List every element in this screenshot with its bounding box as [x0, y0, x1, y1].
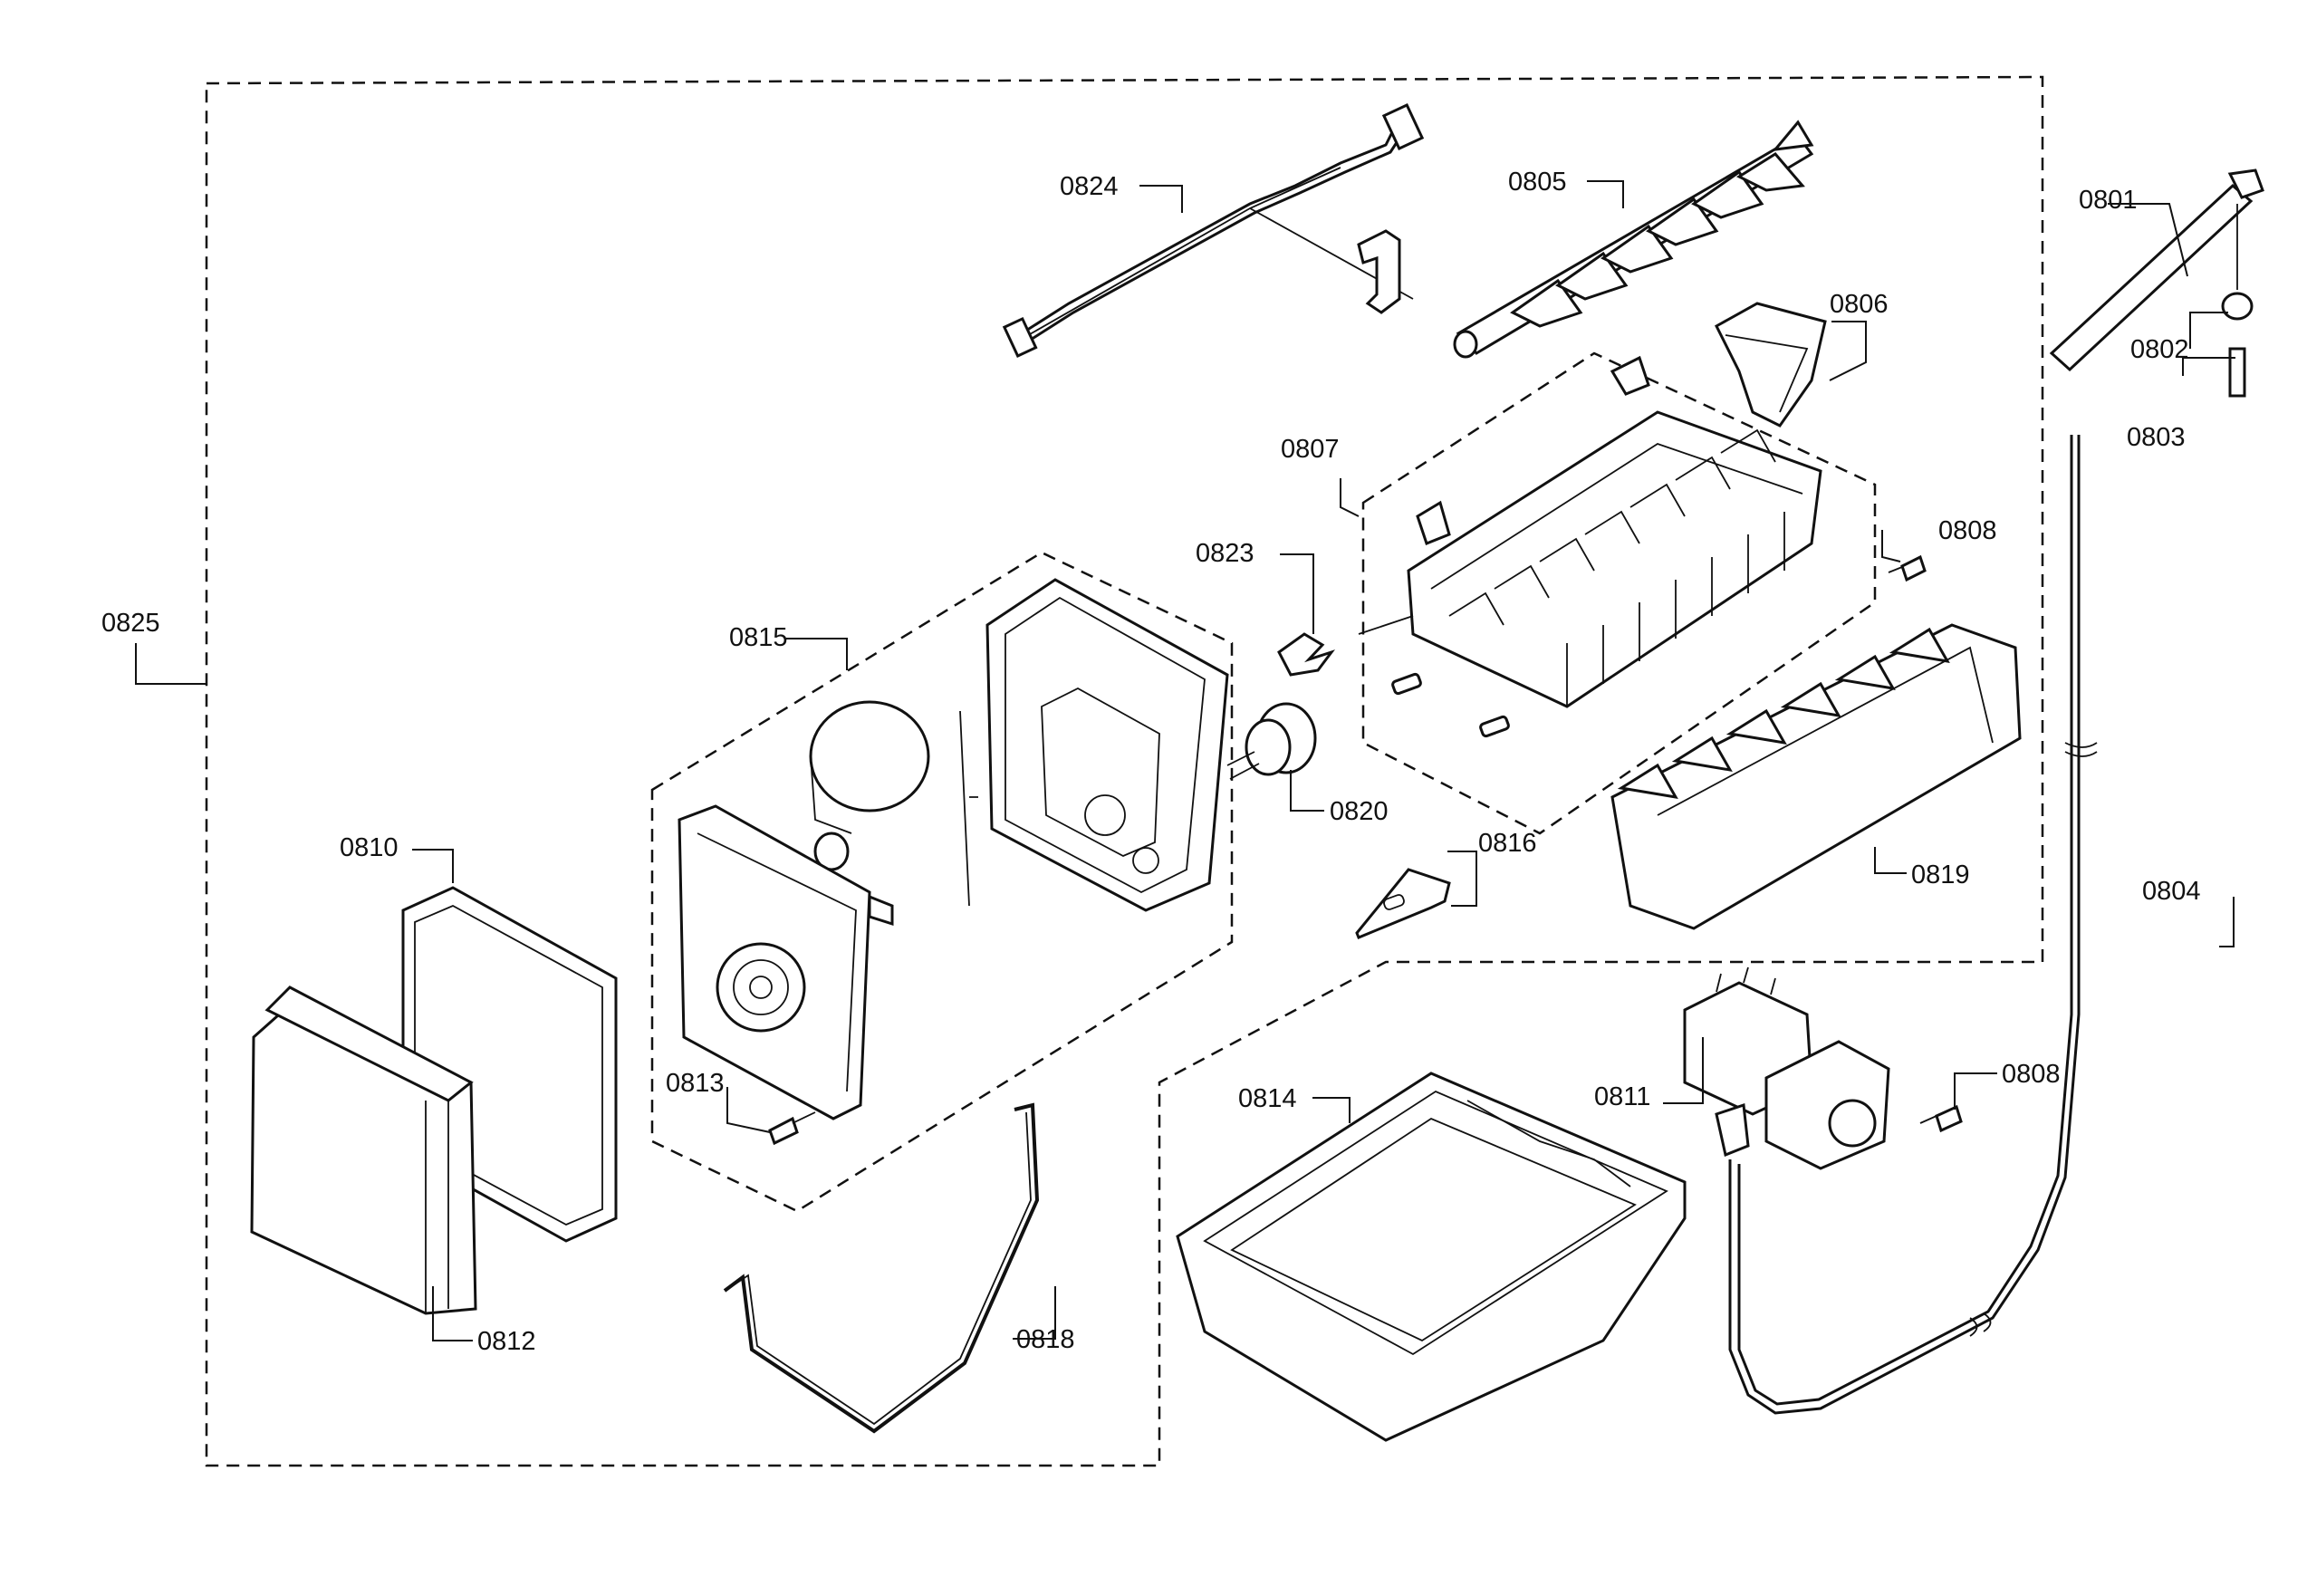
label-0807: 0807 [1281, 435, 1340, 464]
label-0805: 0805 [1508, 168, 1567, 197]
label-0825: 0825 [101, 609, 160, 638]
label-0819: 0819 [1911, 860, 1970, 889]
control-module [678, 578, 1229, 1120]
ejector [1453, 120, 1814, 359]
label-0811: 0811 [1594, 1082, 1650, 1111]
label-0816: 0816 [1478, 829, 1537, 858]
ice-mold [1358, 355, 1822, 738]
stripper [1610, 623, 2022, 930]
label-0803: 0803 [2127, 423, 2186, 452]
fill-tube [2049, 168, 2264, 398]
label-0820: 0820 [1330, 797, 1389, 826]
ice-bin [1176, 1072, 1687, 1442]
label-0804: 0804 [2142, 877, 2201, 906]
label-0823: 0823 [1196, 539, 1254, 568]
label-0813: 0813 [666, 1069, 725, 1098]
shutoff-arm [723, 1102, 1040, 1434]
mold-boundary [1361, 351, 1877, 835]
label-0810: 0810 [340, 833, 399, 862]
label-0814: 0814 [1238, 1084, 1297, 1113]
wire-harness [1002, 102, 1425, 358]
thermostat [1226, 702, 1317, 780]
front-cover [250, 985, 477, 1315]
water-valve [1683, 435, 2098, 1415]
label-0808-lower: 0808 [2002, 1060, 2061, 1089]
control-module-boundary [650, 551, 1234, 1213]
label-0806: 0806 [1830, 290, 1889, 319]
label-0818: 0818 [1016, 1325, 1075, 1354]
label-0801: 0801 [2079, 186, 2138, 215]
fill-cup [1715, 302, 1827, 428]
clip [1277, 632, 1336, 677]
label-0824: 0824 [1060, 172, 1119, 201]
shutoff-arm-line [731, 1111, 1032, 1426]
assembly-boundary [205, 75, 2044, 1467]
screw-0808-lower [1919, 1104, 1963, 1133]
leader-lines [135, 180, 2235, 1341]
fill-cup-detail [1725, 334, 1809, 413]
screw-0808-upper [1888, 554, 1927, 582]
bracket-slot [1383, 894, 1405, 910]
label-0812: 0812 [477, 1327, 536, 1356]
screw-0813 [768, 1111, 816, 1146]
part-labels: 0824 0805 0801 0806 0802 0803 0807 0808 … [101, 168, 2201, 1356]
label-0802: 0802 [2130, 335, 2189, 364]
harness-clip [1357, 229, 1401, 314]
label-0808-upper: 0808 [1938, 516, 1997, 545]
label-0815: 0815 [729, 623, 788, 652]
